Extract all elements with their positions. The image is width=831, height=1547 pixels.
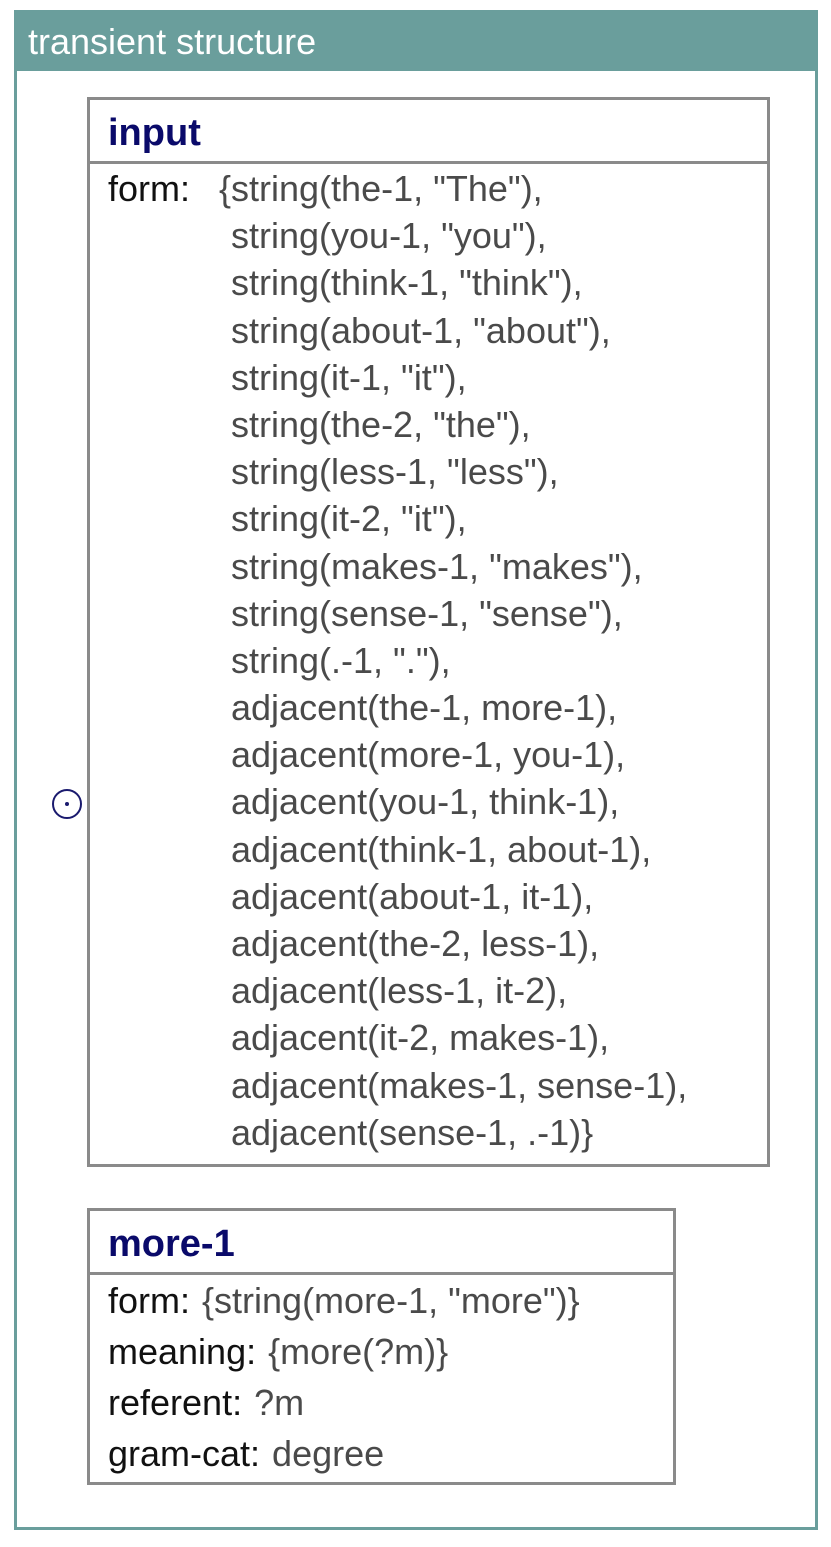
unit-box-more-1[interactable]: more-1 form: {string(more-1, "more")} mean… bbox=[87, 1208, 676, 1485]
form-value-line: adjacent(more-1, you-1), bbox=[231, 734, 626, 776]
form-value-line: adjacent(the-1, more-1), bbox=[231, 687, 618, 729]
feature-value: {more(?m)} bbox=[268, 1331, 449, 1372]
form-value-line: adjacent(you-1, think-1), bbox=[231, 781, 620, 823]
feature-key: form: bbox=[108, 1280, 191, 1321]
form-value-line: string(less-1, "less"), bbox=[231, 451, 559, 493]
form-value-line: string(sense-1, "sense"), bbox=[231, 592, 623, 634]
feature-key: meaning: bbox=[108, 1331, 257, 1372]
form-value-line: adjacent(sense-1, .-1)} bbox=[231, 1111, 594, 1153]
feature-value: ?m bbox=[254, 1382, 305, 1423]
form-value-line: adjacent(it-2, makes-1), bbox=[231, 1017, 610, 1059]
feature-row: referent: ?m bbox=[108, 1377, 673, 1428]
form-value-line: adjacent(think-1, about-1), bbox=[231, 828, 652, 870]
feature-row: form: {string(more-1, "more")} bbox=[108, 1275, 673, 1326]
form-value-line: string(.-1, "."), bbox=[231, 639, 451, 681]
form-value-line: string(it-1, "it"), bbox=[231, 356, 467, 398]
unit-box-input[interactable]: input form: {string(the-1, "The"), string… bbox=[87, 97, 770, 1167]
feature-row: gram-cat: degree bbox=[108, 1428, 673, 1479]
feature-key: form: bbox=[108, 168, 191, 209]
form-value-line: string(it-2, "it"), bbox=[231, 498, 467, 540]
feature-row-form: form: {string(the-1, "The"), string(you-1… bbox=[108, 165, 767, 1156]
feature-value: {string(more-1, "more")} bbox=[202, 1280, 580, 1321]
form-value-line: string(you-1, "you"), bbox=[231, 215, 547, 257]
form-value-line: string(think-1, "think"), bbox=[231, 262, 583, 304]
unit-title[interactable]: input bbox=[90, 100, 767, 164]
feature-key: referent: bbox=[108, 1382, 243, 1423]
feature-row: meaning: {more(?m)} bbox=[108, 1326, 673, 1377]
circled-dot-icon[interactable] bbox=[52, 789, 82, 819]
form-value-line: adjacent(less-1, it-2), bbox=[231, 970, 568, 1012]
form-value-line: {string(the-1, "The"), bbox=[219, 168, 543, 209]
panel-title: transient structure bbox=[17, 13, 815, 71]
unit-body: form: {string(the-1, "The"), string(you-1… bbox=[90, 164, 767, 1156]
form-value-line: adjacent(makes-1, sense-1), bbox=[231, 1064, 688, 1106]
form-value-line: adjacent(about-1, it-1), bbox=[231, 875, 594, 917]
feature-value-list: {string(the-1, "The"), string(you-1, "you… bbox=[219, 165, 687, 1156]
form-value-line: string(the-2, "the"), bbox=[231, 403, 531, 445]
feature-value: degree bbox=[272, 1433, 385, 1474]
unit-title[interactable]: more-1 bbox=[90, 1211, 673, 1275]
unit-body: form: {string(more-1, "more")} meaning: {mo… bbox=[90, 1275, 673, 1479]
toggle-dot bbox=[65, 802, 69, 806]
feature-key: gram-cat: bbox=[108, 1433, 261, 1474]
form-value-line: string(makes-1, "makes"), bbox=[231, 545, 643, 587]
form-value-line: adjacent(the-2, less-1), bbox=[231, 923, 600, 964]
form-value-line: string(about-1, "about"), bbox=[231, 309, 611, 351]
